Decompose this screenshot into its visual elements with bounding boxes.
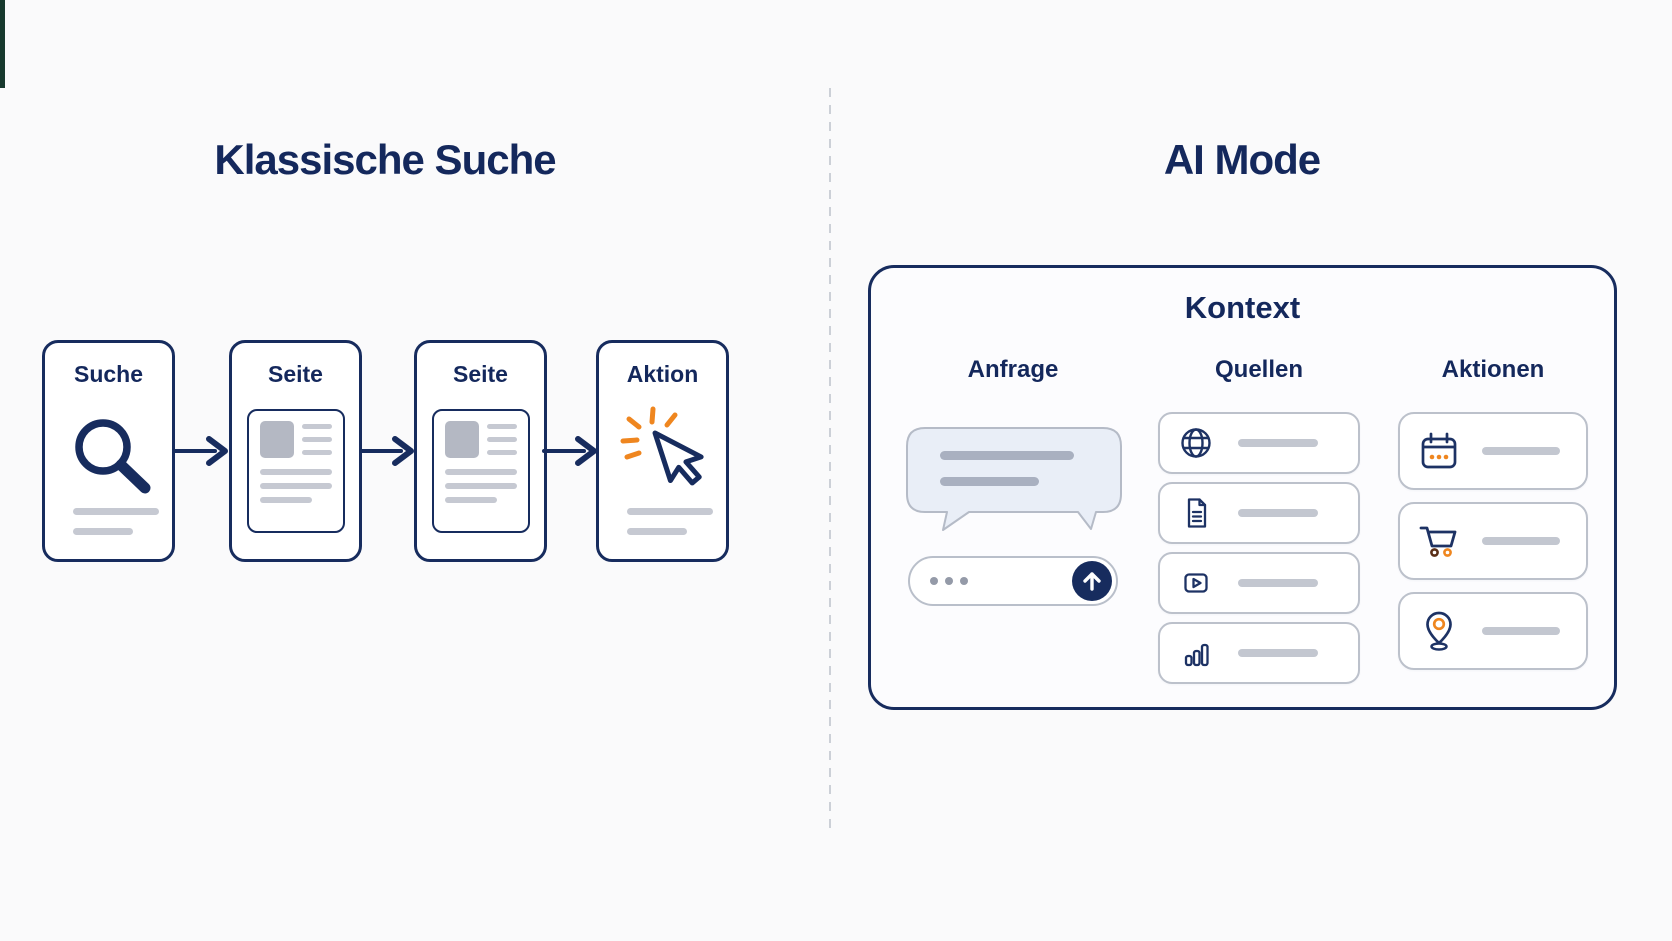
page-thumbnail [431, 409, 530, 533]
source-card-data [1158, 622, 1360, 684]
column-label-aktionen: Aktionen [1441, 356, 1545, 383]
shopping-cart-icon [1419, 526, 1457, 557]
step-label: Seite [268, 361, 323, 387]
step-label: Aktion [626, 361, 699, 387]
typing-dots [930, 558, 968, 604]
text-bar [73, 508, 159, 515]
search-input-illustration [908, 556, 1118, 606]
text-bar [1482, 627, 1560, 635]
placeholder-text-lines [627, 508, 713, 535]
step-card-suche: Suche [42, 340, 175, 562]
send-button-illustration [1072, 561, 1112, 601]
screen-edge-artifact [0, 0, 5, 88]
globe-icon [1181, 428, 1211, 458]
step-card-seite-1: Seite [229, 340, 362, 562]
action-card-calendar [1398, 412, 1588, 490]
text-bar [627, 508, 713, 515]
bar-chart-icon [1184, 643, 1209, 667]
placeholder-text-lines [486, 424, 517, 458]
placeholder-text-lines [444, 469, 517, 503]
text-bar [1482, 447, 1560, 455]
page-thumbnail [246, 409, 345, 533]
left-panel-title: Klassische Suche [214, 136, 556, 183]
document-icon [1187, 498, 1207, 528]
text-bar [73, 528, 133, 535]
step-card-aktion: Aktion [596, 340, 729, 562]
flow-arrow-icon [542, 436, 597, 466]
step-label: Seite [453, 361, 508, 387]
right-panel-title: AI Mode [1163, 136, 1321, 183]
source-card-video [1158, 552, 1360, 614]
placeholder-text-lines [301, 424, 332, 458]
source-card-web [1158, 412, 1360, 474]
column-label-anfrage: Anfrage [967, 356, 1059, 383]
magnifier-icon [74, 419, 150, 494]
image-placeholder [259, 421, 294, 458]
chat-text-bar [940, 477, 1039, 486]
step-card-seite-2: Seite [414, 340, 547, 562]
calendar-icon [1421, 432, 1457, 469]
text-bar [1238, 509, 1318, 517]
flow-arrow-icon [359, 436, 414, 466]
action-card-cart [1398, 502, 1588, 580]
image-placeholder [444, 421, 479, 458]
step-label: Suche [73, 361, 144, 387]
text-bar [1482, 537, 1560, 545]
kontext-heading: Kontext [1184, 290, 1301, 325]
video-icon [1184, 573, 1208, 593]
placeholder-text-lines [259, 469, 332, 503]
flow-arrow-icon [173, 436, 228, 466]
location-pin-icon [1426, 611, 1452, 651]
text-bar [1238, 439, 1318, 447]
text-bar [1238, 649, 1318, 657]
column-label-quellen: Quellen [1214, 356, 1304, 383]
action-card-location [1398, 592, 1588, 670]
send-up-arrow-icon [1083, 572, 1101, 591]
vertical-dashed-divider [829, 88, 831, 830]
cursor-click-icon [620, 406, 704, 486]
chat-text-bar [940, 451, 1074, 460]
source-card-document [1158, 482, 1360, 544]
placeholder-text-lines [73, 508, 159, 535]
text-bar [1238, 579, 1318, 587]
text-bar [627, 528, 687, 535]
